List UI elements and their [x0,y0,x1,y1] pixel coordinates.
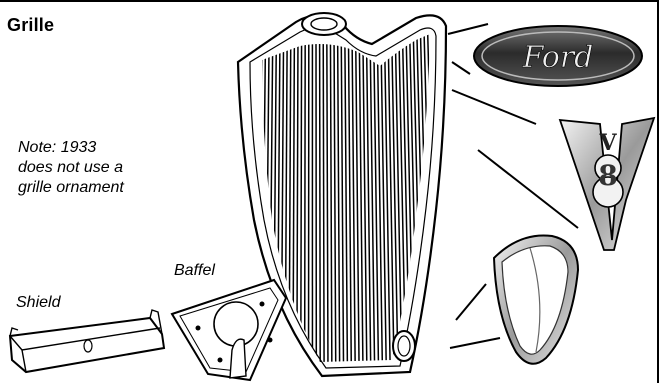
v8-number: 8 [598,159,617,192]
frame-border-top [0,0,659,2]
grille-bar [387,34,395,362]
leader-lines [447,23,579,349]
grille-bar [380,34,388,362]
grille-bar [369,34,376,362]
leader-line-insert-upper [455,283,487,321]
grille-bar [351,34,356,362]
grille-bar [318,34,321,362]
baffel-label: Baffel [174,262,215,279]
v8-badge: V 8 [558,116,656,251]
grille-bar [300,34,303,362]
grille-bar [326,34,329,362]
leader-line-v8-badge [451,89,537,125]
ford-emblem: Ford [473,25,643,87]
grille-bar [358,34,364,362]
grille-bar [329,34,333,362]
leader-line-ford [447,23,489,35]
grille-bar [365,34,372,362]
grille-bar [354,34,360,362]
grille-insert [492,234,580,365]
note-line-2: does not use a [18,159,123,176]
grille-bar [394,34,403,362]
grille-bar [362,34,368,362]
note-text: Note: 1933 does not use a grille ornamen… [18,138,188,198]
page-title: Grille [7,15,55,35]
grille-bar [340,34,345,362]
grille-bar [347,34,353,362]
leader-line-v8-ornament [477,149,579,229]
shield-part [8,309,166,374]
grille-bar [372,34,380,362]
grille-bar [383,34,391,362]
note-line-1: Note: 1933 [18,139,97,156]
frame-border-right [657,0,659,383]
grille-bar [322,34,325,362]
grille-bar [303,34,306,362]
ford-script: Ford [522,40,594,75]
grille-bar [336,34,341,362]
grille-bar [376,34,384,362]
grille-bar [344,34,349,362]
grille-bar [390,34,399,362]
note-line-3: grille ornament [18,179,124,196]
crank-hole [392,330,416,362]
shield-label: Shield [16,294,61,311]
v8-letter: V [598,130,617,156]
grille-bar [333,34,337,362]
leader-line-insert-lower [449,337,501,349]
baffel-part [170,278,288,382]
leader-line-ford-lower [451,61,471,75]
